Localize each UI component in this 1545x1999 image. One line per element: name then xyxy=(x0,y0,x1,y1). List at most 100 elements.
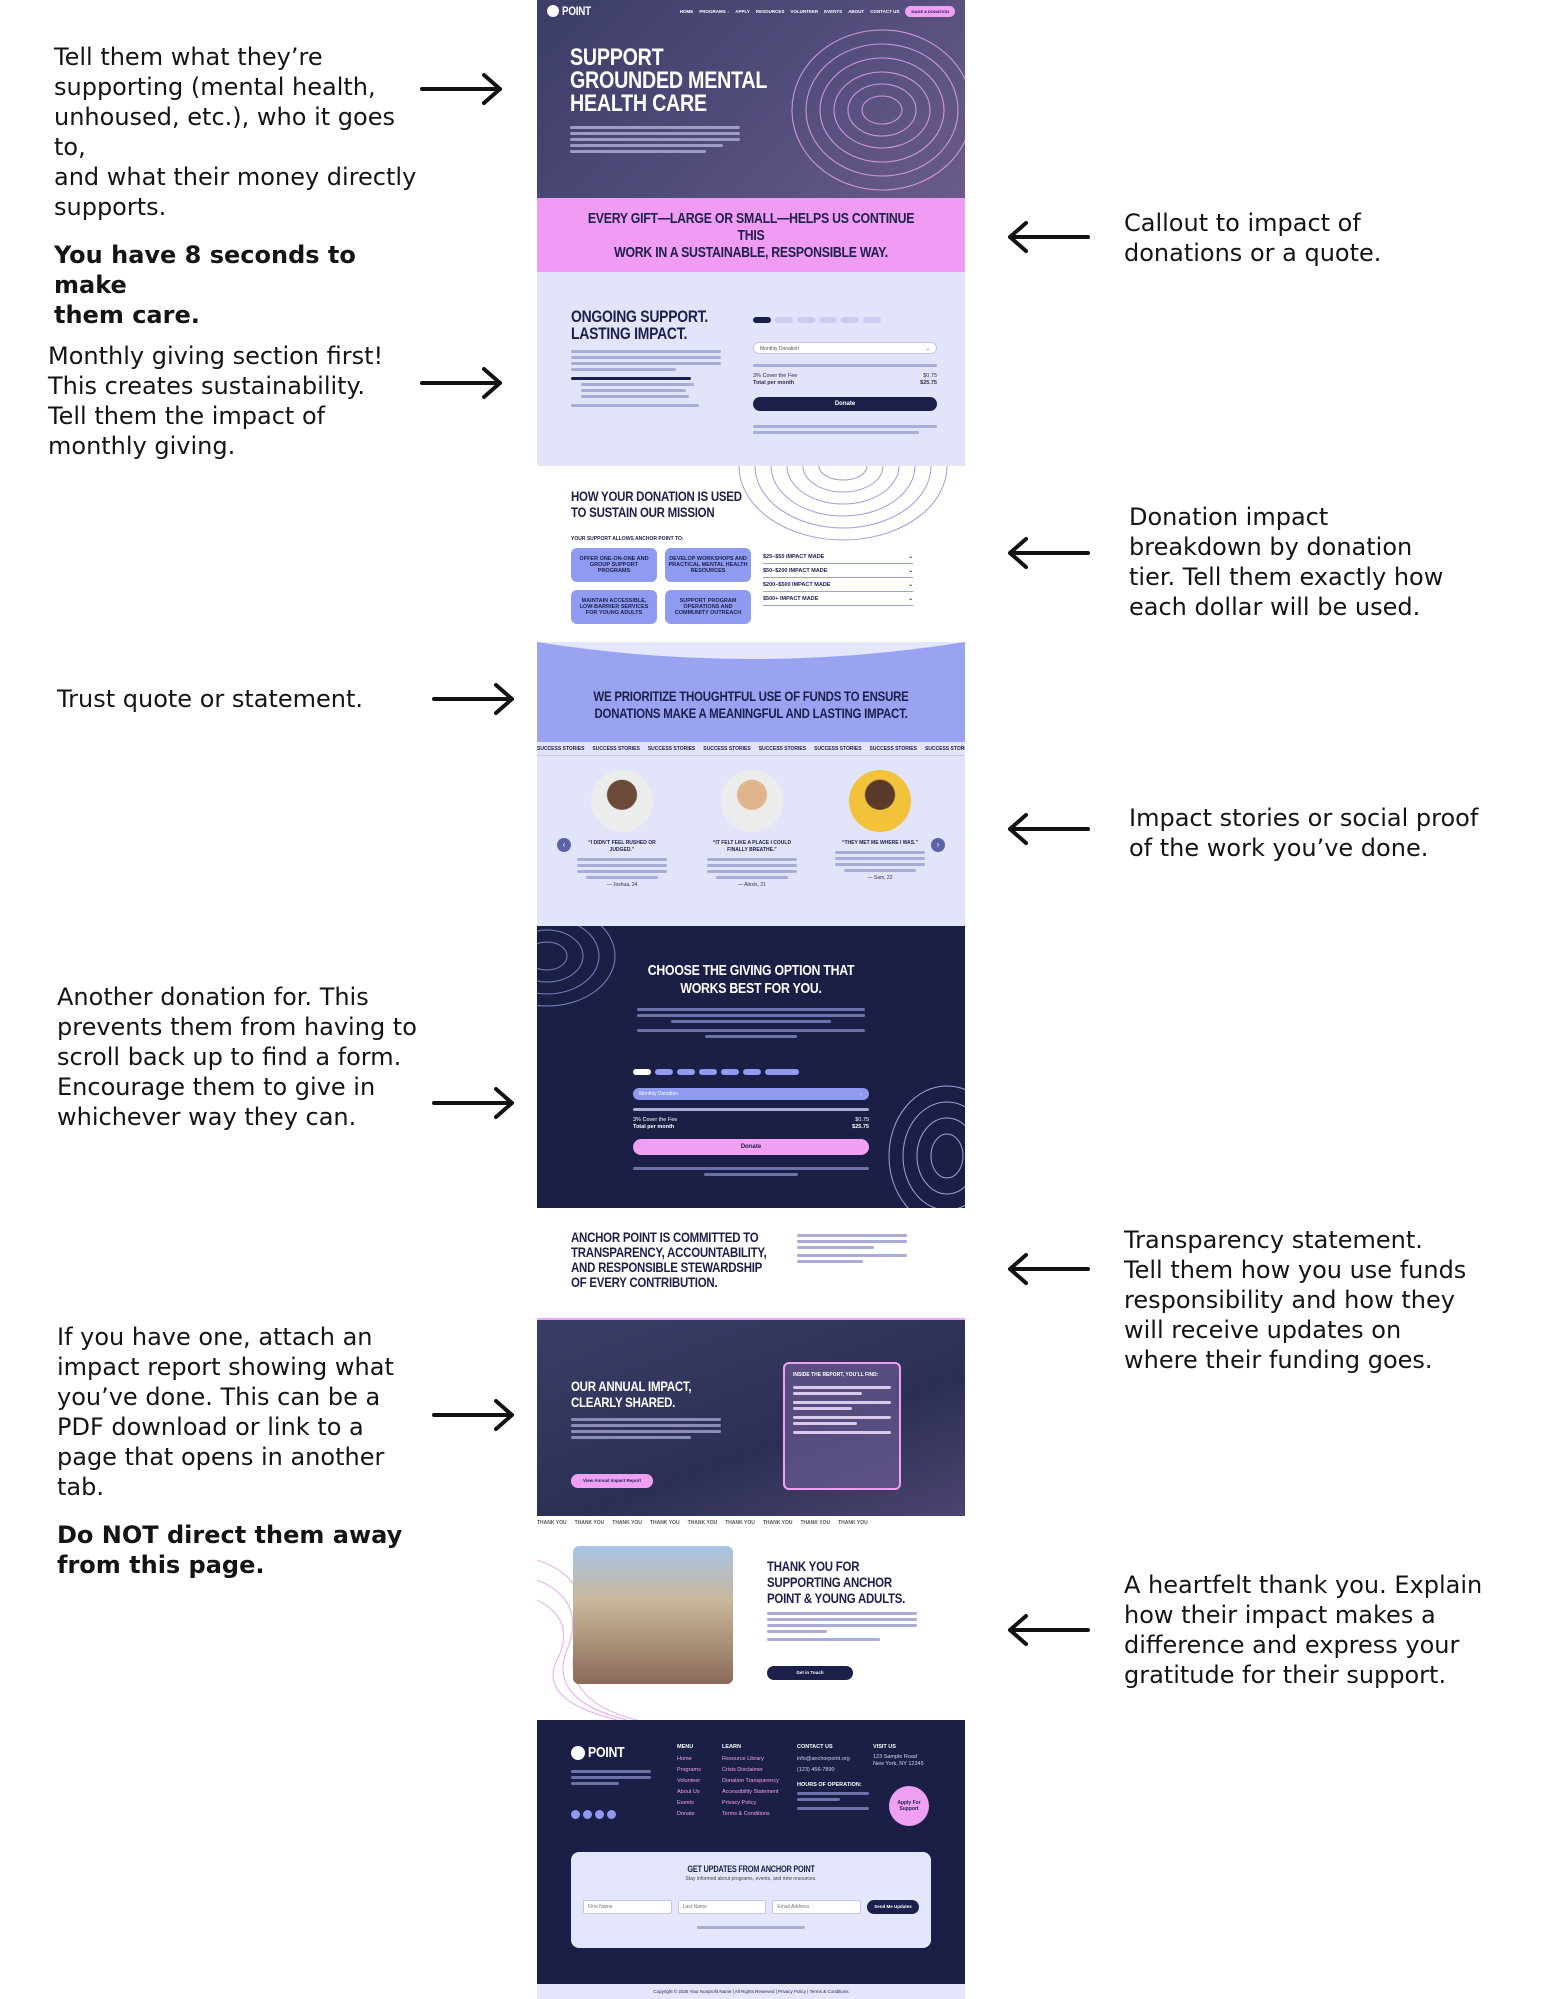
trust-band: WE PRIORITIZE THOUGHTFUL USE OF FUNDS TO… xyxy=(537,636,965,742)
frequency-select[interactable]: Monthly Donation⌄ xyxy=(753,342,937,354)
footer-link[interactable]: Accessibility Statement xyxy=(722,1789,779,1795)
instagram-icon[interactable] xyxy=(583,1810,592,1819)
annual-report-button[interactable]: View Annual Impact Report xyxy=(571,1474,653,1488)
fee-row: 3% Cover the Fee$0.75 xyxy=(753,373,937,380)
tier-label: $25–$50 IMPACT MADE xyxy=(763,553,825,560)
footer-link[interactable]: Donate xyxy=(677,1811,695,1817)
trust-band-shape xyxy=(537,642,965,742)
site-logo[interactable]: POINT xyxy=(562,4,591,18)
newsletter-card: GET UPDATES FROM ANCHOR POINT Stay infor… xyxy=(571,1852,931,1948)
amount-chip[interactable] xyxy=(655,1069,673,1075)
amount-chip[interactable] xyxy=(765,1069,799,1075)
annotation-monthly: Monthly giving section first! This creat… xyxy=(48,341,428,461)
footer-email[interactable]: info@anchorpoint.org xyxy=(797,1756,850,1762)
anchor-logo-icon xyxy=(547,5,559,17)
carousel-next-button[interactable]: › xyxy=(931,838,945,852)
footer-phone[interactable]: (123) 456-7890 xyxy=(797,1767,835,1773)
donate-button[interactable]: Donate xyxy=(753,397,937,411)
arrow-left-icon xyxy=(1006,812,1090,846)
nav-programs[interactable]: PROGRAMS ↓ xyxy=(699,8,730,14)
annotation-text: Donation impact breakdown by donation ti… xyxy=(1129,503,1444,621)
marquee-item: THANK YOU xyxy=(612,1520,642,1526)
monthly-donation-form: Monthly Donation⌄ 3% Cover the Fee$0.75 … xyxy=(753,310,937,437)
apply-support-badge[interactable]: Apply For Support xyxy=(889,1786,929,1826)
first-name-field[interactable] xyxy=(583,1900,672,1914)
amount-chip[interactable] xyxy=(699,1069,717,1075)
facebook-icon[interactable] xyxy=(571,1810,580,1819)
thanks-body xyxy=(767,1612,917,1644)
footer-logo[interactable]: POINT xyxy=(571,1744,632,1761)
footer-address-line: New York, NY 12345 xyxy=(873,1761,924,1767)
tier-row[interactable]: $500+ IMPACT MADE⌄ xyxy=(763,592,913,606)
footer-link[interactable]: Volunteer xyxy=(677,1778,701,1784)
story-quote: “IT FELT LIKE A PLACE I COULD FINALLY BR… xyxy=(712,840,792,853)
footer-link[interactable]: Privacy Policy xyxy=(722,1800,757,1806)
amount-chip[interactable] xyxy=(677,1069,695,1075)
avatar xyxy=(849,770,911,832)
marquee-item: SUCCESS STORIES xyxy=(537,745,585,752)
footer-link[interactable]: Donation Transparency xyxy=(722,1778,779,1784)
marquee-item: THANK YOU xyxy=(537,1520,567,1526)
marquee-item: THANK YOU xyxy=(725,1520,755,1526)
tier-row[interactable]: $25–$50 IMPACT MADE ⌄ xyxy=(763,550,913,564)
topographic-lines-icon xyxy=(888,1085,965,1208)
amount-chip[interactable] xyxy=(863,317,881,323)
arrow-left-icon xyxy=(1006,220,1090,254)
carousel-prev-button[interactable]: ‹ xyxy=(557,838,571,852)
nav-resources[interactable]: RESOURCES xyxy=(755,8,785,14)
amount-chip[interactable] xyxy=(633,1069,651,1075)
footer-link[interactable]: Events xyxy=(677,1800,694,1806)
thank-you-section: THANK YOU FOR SUPPORTING ANCHOR POINT & … xyxy=(537,1530,965,1720)
nav-about[interactable]: ABOUT xyxy=(848,8,865,14)
arrow-right-icon xyxy=(432,1398,516,1432)
footer-link[interactable]: Crisis Disclaimer xyxy=(722,1767,763,1773)
get-in-touch-button[interactable]: Get in Touch xyxy=(767,1666,853,1680)
nav-apply[interactable]: APPLY xyxy=(735,8,750,14)
donate-button[interactable]: Donate xyxy=(633,1139,869,1155)
fee-value: $0.75 xyxy=(855,1117,869,1123)
footer-link[interactable]: Programs xyxy=(677,1767,701,1773)
anchor-logo-icon xyxy=(571,1745,585,1760)
usage-cards: OFFER ONE-ON-ONE AND GROUP SUPPORT PROGR… xyxy=(571,548,751,624)
giving-section: CHOOSE THE GIVING OPTION THAT WORKS BEST… xyxy=(537,926,965,1208)
amount-chip[interactable] xyxy=(721,1069,739,1075)
nav-volunteer[interactable]: VOLUNTEER xyxy=(790,8,819,14)
nav-contact[interactable]: CONTACT US xyxy=(870,8,900,14)
amount-chip[interactable] xyxy=(743,1069,761,1075)
annotation-text: Tell them what they’re supporting (menta… xyxy=(54,43,417,221)
thanks-title: THANK YOU FOR SUPPORTING ANCHOR POINT & … xyxy=(767,1558,906,1606)
usage-card: DEVELOP WORKSHOPS AND PRACTICAL MENTAL H… xyxy=(665,548,751,582)
amount-chip[interactable] xyxy=(753,317,771,323)
chevron-down-icon: ⌄ xyxy=(908,553,913,560)
marquee-item: THANK YOU xyxy=(574,1520,605,1526)
tier-row[interactable]: $50–$200 IMPACT MADE⌄ xyxy=(763,564,913,578)
last-name-field[interactable] xyxy=(677,1900,767,1914)
avatar xyxy=(591,770,653,832)
story-quote: “I DIDN’T FEEL RUSHED OR JUDGED.” xyxy=(588,840,656,853)
frequency-select[interactable]: Monthly Donation⌄ xyxy=(633,1088,869,1100)
email-field[interactable] xyxy=(772,1900,862,1914)
linkedin-icon[interactable] xyxy=(607,1810,616,1819)
amount-chip[interactable] xyxy=(775,317,793,323)
nav-events[interactable]: EVENTS xyxy=(824,8,843,14)
footer-link[interactable]: Resource Library xyxy=(722,1756,764,1762)
impact-tier-accordion: $25–$50 IMPACT MADE ⌄ $50–$200 IMPACT MAD… xyxy=(763,550,913,606)
tier-row[interactable]: $200–$500 IMPACT MADE⌄ xyxy=(763,578,913,592)
chevron-down-icon: ⌄ xyxy=(908,595,913,602)
total-value: $25.75 xyxy=(920,380,937,386)
amount-chip[interactable] xyxy=(819,317,837,323)
amount-chip[interactable] xyxy=(797,317,815,323)
footer-link[interactable]: Terms & Conditions xyxy=(722,1811,770,1817)
marquee-item: THANK YOU xyxy=(800,1520,831,1526)
send-updates-button[interactable]: Send Me Updates xyxy=(867,1900,920,1914)
tiktok-icon[interactable] xyxy=(595,1810,604,1819)
footer-link[interactable]: Home xyxy=(677,1756,692,1762)
footer-link[interactable]: About Us xyxy=(677,1789,700,1795)
annotation-impact-report: If you have one, attach an impact report… xyxy=(57,1322,437,1580)
annual-body xyxy=(571,1418,721,1442)
giving-title: CHOOSE THE GIVING OPTION THAT WORKS BEST… xyxy=(647,962,855,997)
nav-home[interactable]: HOME xyxy=(679,8,694,14)
arrow-right-icon xyxy=(420,366,504,400)
nav-donate-button[interactable]: MAKE A DONATION xyxy=(905,5,955,17)
amount-chip[interactable] xyxy=(841,317,859,323)
